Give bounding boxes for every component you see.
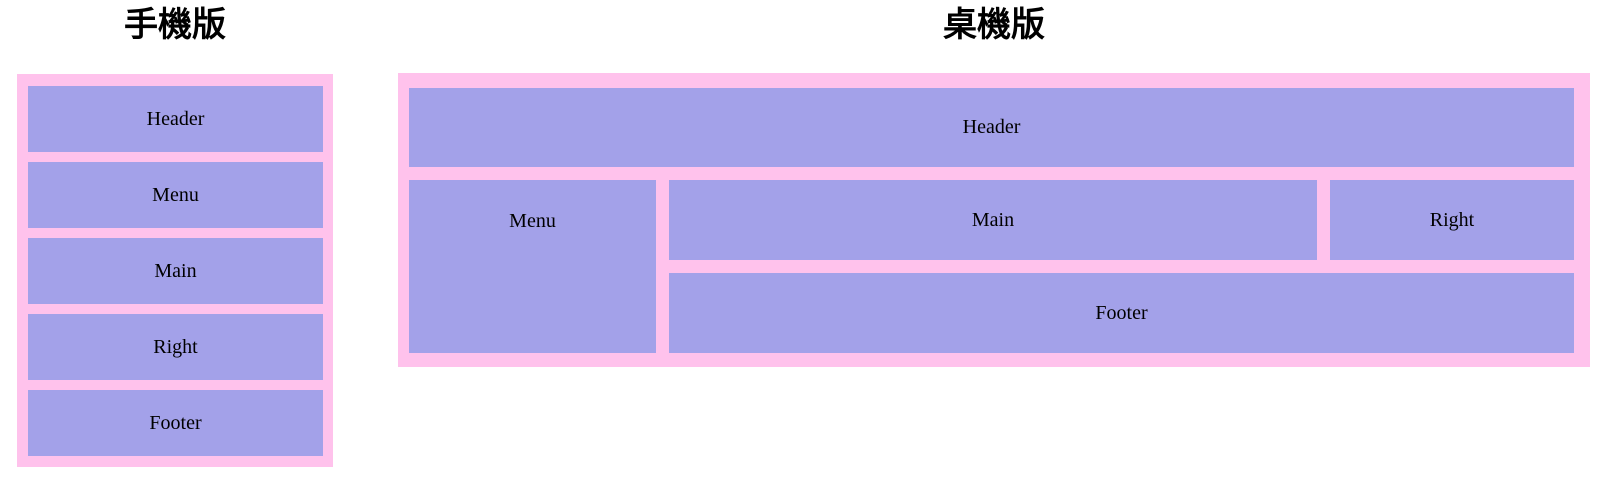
desktop-footer-block: Footer <box>669 273 1574 353</box>
mobile-main-block: Main <box>28 238 323 304</box>
desktop-right-block: Right <box>1330 180 1574 260</box>
desktop-menu-block: Menu <box>409 180 656 353</box>
mobile-menu-block: Menu <box>28 162 323 228</box>
mobile-right-block: Right <box>28 314 323 380</box>
mobile-layout-container: Header Menu Main Right Footer <box>17 74 333 467</box>
desktop-version-title: 桌機版 <box>943 6 1045 44</box>
mobile-footer-block: Footer <box>28 390 323 456</box>
desktop-main-block: Main <box>669 180 1317 260</box>
mobile-header-block: Header <box>28 86 323 152</box>
desktop-layout-container: Header Menu Main Right Footer <box>398 73 1590 367</box>
mobile-version-title: 手機版 <box>124 6 226 44</box>
desktop-header-block: Header <box>409 88 1574 167</box>
